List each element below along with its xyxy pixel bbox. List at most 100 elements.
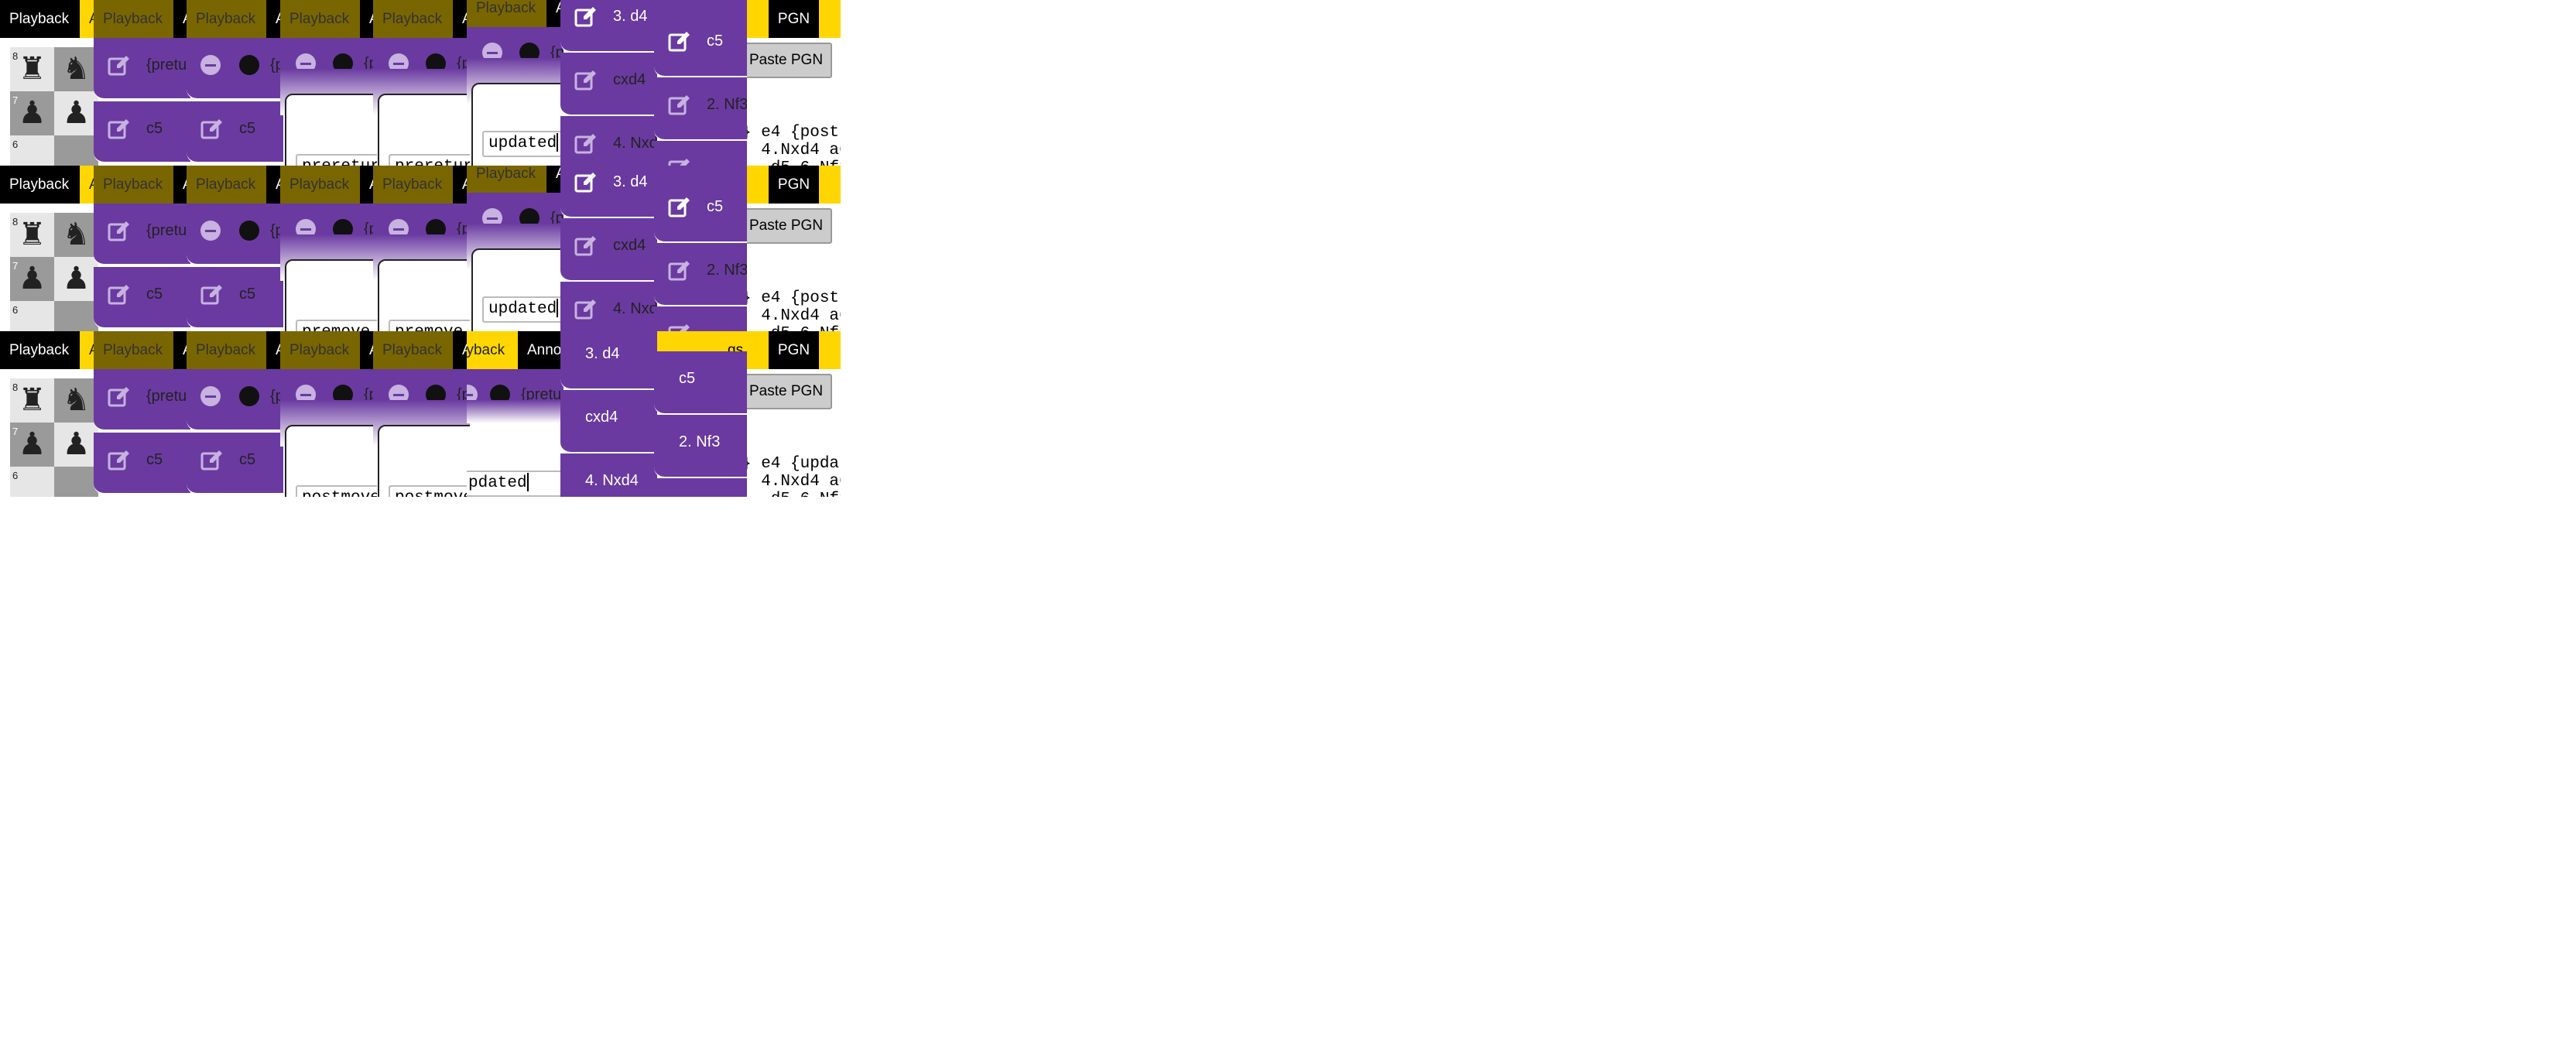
move-item[interactable]: 2. Nf3: [654, 243, 747, 306]
edit-icon[interactable]: [108, 219, 131, 242]
tab-playback[interactable]: Playback: [467, 0, 546, 27]
move-item[interactable]: 3. d4: [560, 166, 657, 218]
board-square[interactable]: [10, 467, 54, 497]
edit-icon[interactable]: [668, 156, 691, 166]
board-square[interactable]: [10, 47, 54, 91]
move-item[interactable]: c5: [94, 433, 190, 494]
piece-black-pawn[interactable]: ♟: [18, 96, 46, 130]
edit-icon[interactable]: [108, 282, 131, 306]
move-item[interactable]: 2. Nf3: [654, 77, 747, 141]
piece-black-pawn[interactable]: ♟: [18, 427, 46, 461]
board-square[interactable]: [10, 301, 54, 331]
move-item[interactable]: cxd4: [560, 218, 657, 282]
move-item[interactable]: c5: [187, 101, 283, 163]
edit-icon[interactable]: [574, 5, 598, 28]
tab-playback[interactable]: Playback: [94, 331, 173, 369]
edit-icon[interactable]: [200, 448, 224, 471]
board-square[interactable]: [54, 213, 98, 257]
piece-black-rook[interactable]: ♜: [18, 217, 46, 252]
edit-icon[interactable]: [668, 322, 691, 331]
comment-box[interactable]: updated: [471, 83, 564, 166]
edit-icon[interactable]: [574, 234, 598, 257]
edit-icon[interactable]: [574, 170, 598, 193]
comment-input[interactable]: pdated: [467, 471, 564, 497]
tab-annotate[interactable]: Annotate: [453, 166, 470, 204]
remove-icon[interactable]: [200, 386, 221, 406]
comment-input[interactable]: premove: [296, 320, 377, 331]
board-square[interactable]: [54, 135, 98, 166]
tab-pgn[interactable]: PGN: [769, 0, 819, 38]
move-item[interactable]: c5: [187, 267, 283, 329]
edit-icon[interactable]: [200, 117, 224, 140]
tab-playback[interactable]: Playback: [94, 166, 173, 204]
tab-annotate[interactable]: Annotate: [266, 331, 283, 369]
board-square[interactable]: [10, 378, 54, 423]
comment-box[interactable]: prereturn: [378, 94, 470, 166]
move-item[interactable]: cxd4: [560, 390, 657, 453]
remove-icon[interactable]: [200, 55, 221, 75]
edit-icon[interactable]: [108, 53, 131, 77]
move-item[interactable]: 2. Nf3: [654, 415, 747, 478]
board-square[interactable]: [54, 423, 98, 467]
tab-annotate[interactable]: Annotate: [546, 166, 564, 193]
tab-playback[interactable]: Playback: [280, 331, 360, 369]
board-square[interactable]: [10, 257, 54, 301]
piece-black-knight[interactable]: ♞: [62, 217, 91, 252]
comment-input[interactable]: prereturn: [296, 154, 377, 166]
comment-input[interactable]: updated: [482, 131, 564, 157]
comment-box[interactable]: premove: [378, 259, 470, 331]
move-item[interactable]: c5: [654, 14, 747, 77]
tab-pgn[interactable]: PGN: [769, 331, 819, 369]
edit-icon[interactable]: [668, 258, 691, 282]
piece-black-pawn[interactable]: ♟: [18, 262, 46, 296]
piece-black-rook[interactable]: ♜: [18, 383, 46, 417]
move-item[interactable]: {p: [187, 204, 283, 265]
tab-playback[interactable]: Playback: [280, 0, 360, 38]
comment-input[interactable]: updated: [482, 296, 564, 323]
edit-icon[interactable]: [654, 368, 659, 388]
tab-playback[interactable]: Playback: [467, 166, 546, 193]
paste-pgn-button[interactable]: Paste PGN: [742, 208, 832, 244]
tab-playback[interactable]: Playback: [187, 166, 266, 204]
comment-box[interactable]: postmove: [285, 425, 377, 497]
move-item[interactable]: 3. d4: [560, 331, 657, 390]
edit-icon[interactable]: [108, 117, 131, 140]
move-item[interactable]: [654, 306, 747, 331]
tab-playback[interactable]: Playback: [373, 331, 453, 369]
move-item[interactable]: {pretu: [94, 38, 190, 100]
tab-playback[interactable]: Playback: [187, 0, 266, 38]
tab-annotate[interactable]: Annotate: [453, 331, 470, 369]
tab-annotate[interactable]: Annotate: [518, 331, 564, 369]
board-square[interactable]: [10, 91, 54, 135]
tab-playback[interactable]: Playback: [187, 331, 266, 369]
remove-icon[interactable]: [200, 221, 221, 241]
comment-input[interactable]: prereturn: [389, 154, 470, 166]
board-square[interactable]: [10, 213, 54, 257]
move-item[interactable]: [654, 141, 747, 166]
comment-box[interactable]: prereturn: [285, 94, 377, 166]
edit-icon[interactable]: [668, 93, 691, 116]
board-square[interactable]: [54, 378, 98, 423]
tab-annotate[interactable]: Annotate: [546, 0, 564, 27]
move-item[interactable]: [654, 478, 747, 497]
tab-playback[interactable]: Playback: [373, 166, 453, 204]
move-item[interactable]: c5: [654, 351, 747, 415]
tab-playback[interactable]: Playback: [0, 331, 80, 369]
move-item[interactable]: cxd4: [560, 53, 657, 116]
piece-black-knight[interactable]: ♞: [62, 52, 91, 86]
tab-annotate[interactable]: Annotate: [266, 0, 283, 38]
move-item[interactable]: c5: [94, 267, 190, 329]
comment-box[interactable]: updated: [471, 248, 564, 331]
tab-playback[interactable]: Playback: [0, 166, 80, 204]
board-square[interactable]: [10, 423, 54, 467]
board-square[interactable]: [54, 467, 98, 497]
comment-box[interactable]: postmove: [378, 425, 470, 497]
edit-icon[interactable]: [654, 495, 659, 497]
move-item[interactable]: c5: [187, 433, 283, 494]
move-item[interactable]: {pretu: [94, 369, 190, 431]
edit-icon[interactable]: [574, 132, 598, 155]
tab-playback[interactable]: Playback: [467, 331, 519, 369]
comment-box[interactable]: premove: [285, 259, 377, 331]
board-square[interactable]: [54, 301, 98, 331]
board-square[interactable]: [54, 91, 98, 135]
